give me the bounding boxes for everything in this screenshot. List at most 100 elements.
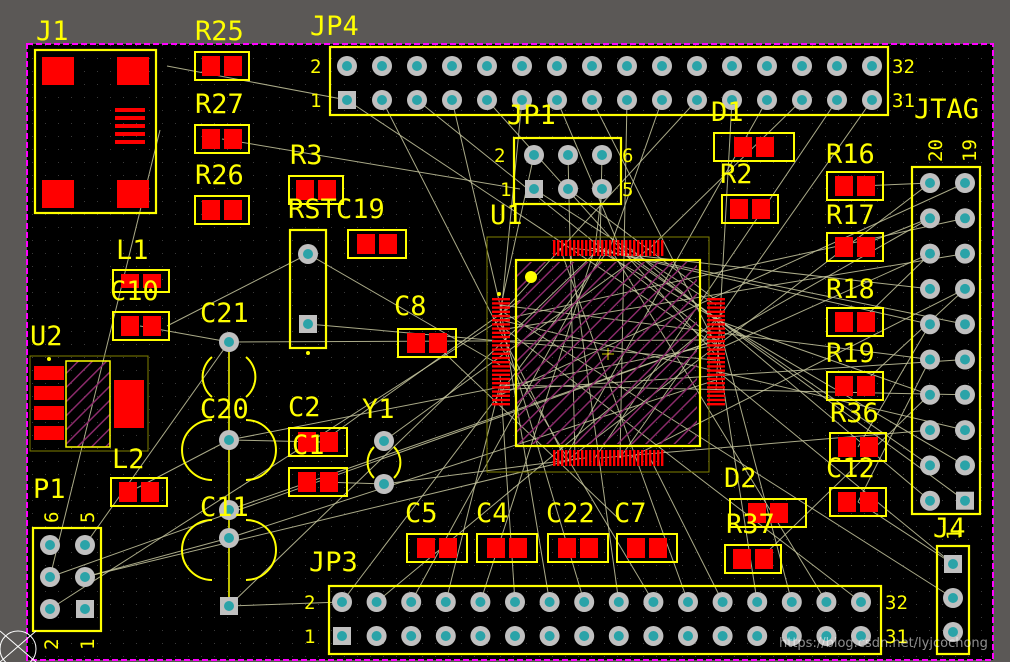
jp3-pad[interactable] [539,592,560,612]
jp3-pad[interactable] [851,592,871,612]
jtag-pad[interactable] [920,490,940,511]
r27-component[interactable] [194,124,250,154]
jp4-pad[interactable] [827,56,847,76]
jp4-pad[interactable] [442,90,462,110]
c8-component[interactable] [397,328,457,358]
jp4-pad[interactable] [582,56,602,76]
jp4-pad[interactable] [652,56,672,76]
jp3-pad[interactable] [608,592,629,612]
jp3-pad[interactable] [435,626,456,646]
j4-pad[interactable] [943,622,963,642]
jp1-pad[interactable] [558,145,578,165]
jp4-pad[interactable] [687,90,707,110]
jp3-pad[interactable] [539,626,560,646]
jp3-pad[interactable] [678,592,698,612]
r25-component[interactable] [194,51,250,81]
c20-pad[interactable] [219,430,239,450]
jp3-pad[interactable] [816,592,837,612]
jtag-pad[interactable] [955,455,975,476]
jp3-pad[interactable] [781,592,802,612]
c7-component[interactable] [616,533,678,563]
jp3-pad[interactable] [401,626,422,646]
j4-pad[interactable] [944,555,962,573]
rst-pad[interactable] [299,315,317,333]
jtag-pad[interactable] [955,349,975,370]
jp3-pad[interactable] [747,592,768,612]
c5-component[interactable] [406,533,468,563]
jp4-pad[interactable] [442,56,462,76]
jtag-pad[interactable] [955,173,975,193]
jp3-pad[interactable] [505,626,525,646]
jp4-pad[interactable] [407,56,427,76]
jp3-pad[interactable] [401,592,422,612]
p1-pad[interactable] [75,535,95,555]
jp3-pad[interactable] [574,592,595,612]
r36-component[interactable] [829,432,887,462]
jtag-pad[interactable] [955,208,975,229]
y1-crystal[interactable] [366,446,402,479]
jtag-pad[interactable] [920,349,940,370]
jp3-pad[interactable] [574,626,595,646]
c12-component[interactable] [829,487,887,517]
c20-pad[interactable] [219,500,239,520]
l1-component[interactable] [112,269,170,293]
jp3-pad[interactable] [470,592,491,612]
jtag-header[interactable] [910,165,982,516]
jtag-pad[interactable] [920,420,940,441]
r19-component[interactable] [826,371,884,401]
jp4-pad[interactable] [547,56,567,76]
jp4-pad[interactable] [652,90,672,110]
c1-component[interactable] [288,467,348,497]
l2-component[interactable] [110,477,168,507]
jp4-header[interactable] [328,45,890,117]
jp4-pad[interactable] [722,90,742,110]
jp1-header[interactable] [512,136,623,206]
c10-component[interactable] [112,311,170,341]
jp3-pad[interactable] [435,592,456,612]
jtag-pad[interactable] [920,314,940,335]
y1-pad[interactable] [374,431,394,451]
jp4-pad[interactable] [512,90,532,110]
electrolytic-caps[interactable] [181,342,277,606]
jp1-pad[interactable] [558,179,578,199]
c19-component[interactable] [347,229,407,259]
p1-pad[interactable] [76,600,94,618]
jp4-pad[interactable] [827,90,847,110]
jp4-pad[interactable] [372,56,392,76]
jp4-pad[interactable] [477,56,497,76]
jp4-pad[interactable] [582,90,602,110]
jp4-pad[interactable] [757,90,777,110]
jp3-pad[interactable] [470,626,491,646]
jp3-pad[interactable] [747,626,768,646]
jp4-pad[interactable] [477,90,497,110]
p1-pad[interactable] [40,567,60,587]
jtag-pad[interactable] [955,420,975,441]
jp4-pad[interactable] [792,56,812,76]
jp4-pad[interactable] [372,90,392,110]
rst-button[interactable] [288,228,328,355]
r26-component[interactable] [194,195,250,225]
jp1-pad[interactable] [592,145,612,165]
jp3-pad[interactable] [643,626,664,646]
jtag-pad[interactable] [955,314,975,335]
jp3-pad[interactable] [781,626,802,646]
u2-regulator[interactable] [29,355,149,452]
d1-component[interactable] [713,132,795,162]
c11-pad[interactable] [219,528,239,548]
jp3-pad[interactable] [366,592,387,612]
jp4-pad[interactable] [862,56,882,76]
jtag-pad[interactable] [920,278,940,299]
jp4-pad[interactable] [757,56,777,76]
jp3-pad[interactable] [712,592,733,612]
jp4-pad[interactable] [687,56,707,76]
jp4-pad[interactable] [512,56,532,76]
jp3-pad[interactable] [505,592,525,612]
j1-usb-connector[interactable] [33,48,158,215]
jp1-pad[interactable] [524,145,544,165]
p1-pad[interactable] [40,535,60,555]
c11-pad[interactable] [220,597,238,615]
jtag-pad[interactable] [955,278,975,299]
jp4-pad[interactable] [407,90,427,110]
r16-component[interactable] [826,171,884,201]
